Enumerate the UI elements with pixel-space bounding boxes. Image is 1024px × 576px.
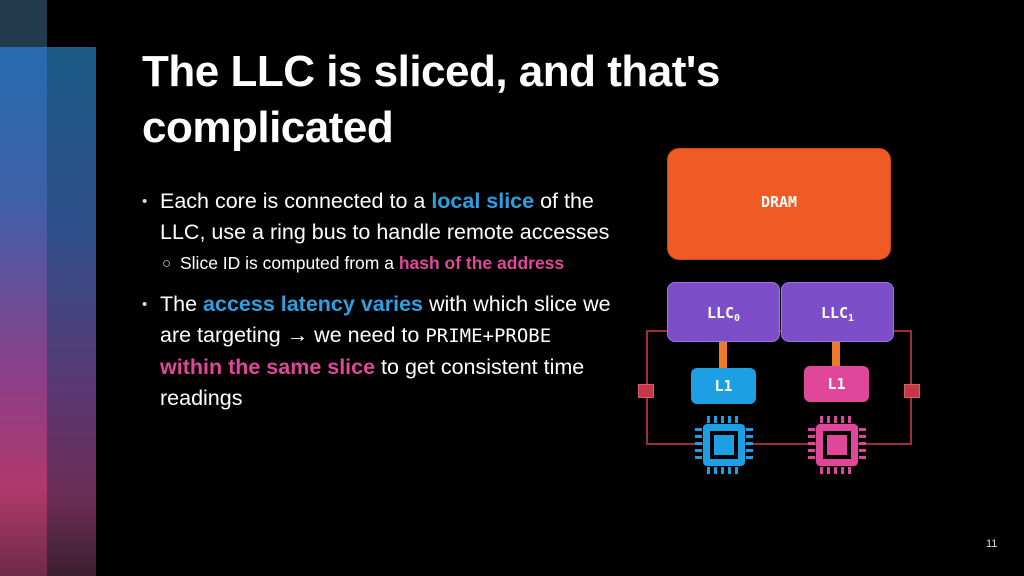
highlight-same-slice: within the same slice xyxy=(160,355,376,379)
bullet-text: The xyxy=(160,292,204,316)
llc-slice-0: LLC0 xyxy=(667,282,780,342)
ring-stop-right xyxy=(904,384,920,398)
slide-title: The LLC is sliced, and that's complicate… xyxy=(142,47,720,152)
l1-cache-core0: L1 xyxy=(691,368,756,404)
llc-slice-1: LLC1 xyxy=(781,282,894,342)
bullet-item-access-latency: • The access latency varies with which s… xyxy=(142,289,612,414)
l1-label: L1 xyxy=(714,377,733,395)
dram-box: DRAM xyxy=(667,148,891,260)
bullet-list: • Each core is connected to a local slic… xyxy=(142,186,612,414)
bullet-item-local-slice: • Each core is connected to a local slic… xyxy=(142,186,612,248)
ring-stop-left xyxy=(638,384,654,398)
llc-subscript: 1 xyxy=(848,313,855,324)
dram-label: DRAM xyxy=(760,193,798,211)
llc-subscript: 0 xyxy=(734,313,741,324)
llc-label: LLC xyxy=(820,304,849,322)
cpu-chip-icon xyxy=(808,416,866,474)
llc-label: LLC xyxy=(706,304,735,322)
bullet-text: Each core is connected to a xyxy=(160,189,432,213)
l1-label: L1 xyxy=(827,375,846,393)
slide-number: 11 xyxy=(986,538,998,550)
cpu-chip-icon xyxy=(695,416,753,474)
l1-cache-core1: L1 xyxy=(804,366,869,402)
bullet-dot-icon: • xyxy=(142,296,148,313)
code-prime-probe: PRIME+PROBE xyxy=(425,325,552,347)
sub-bullet-circle-icon: ○ xyxy=(162,255,172,272)
decorative-stripe-top-block xyxy=(0,0,47,47)
link-llc1-l1 xyxy=(832,342,840,366)
link-llc0-l1 xyxy=(719,342,727,368)
highlight-access-latency: access latency varies xyxy=(203,292,423,316)
highlight-local-slice: local slice xyxy=(431,189,535,213)
decorative-stripe-left xyxy=(0,0,47,576)
sub-bullet-item-hash: ○ Slice ID is computed from a hash of th… xyxy=(142,250,612,277)
highlight-hash-of-address: hash of the address xyxy=(398,253,565,273)
bullet-text: with which slice we are targeting → we n… xyxy=(160,292,611,347)
decorative-stripe-inner xyxy=(47,47,96,576)
sub-bullet-text: Slice ID is computed from a xyxy=(180,253,399,273)
ring-bus xyxy=(646,330,912,445)
bullet-text: to get consistent time readings xyxy=(160,355,585,410)
bullet-text: of the LLC, use a ring bus to handle rem… xyxy=(160,189,610,244)
bullet-dot-icon: • xyxy=(142,193,148,210)
